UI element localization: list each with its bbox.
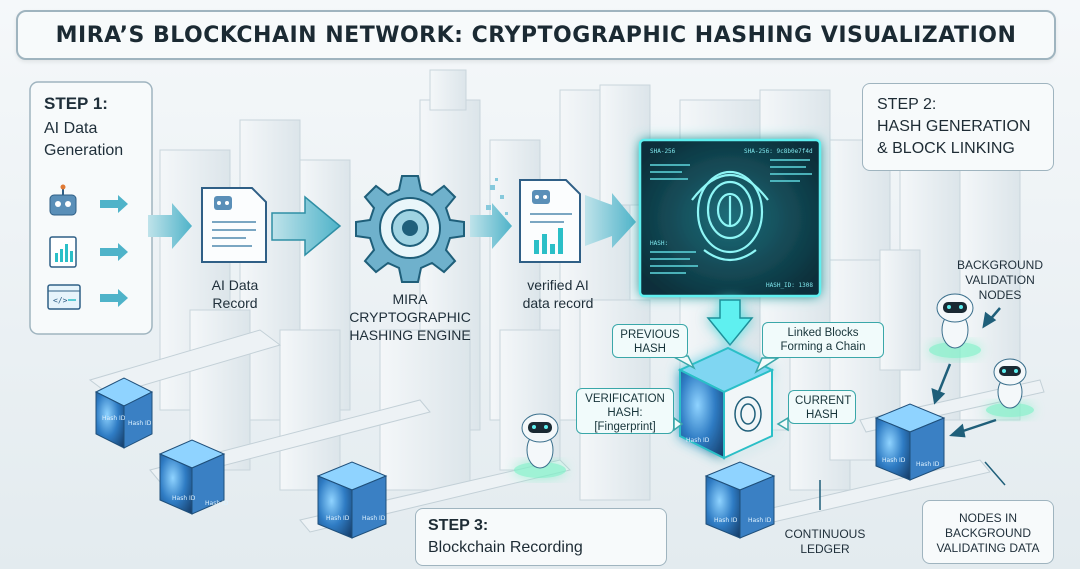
engine-line1: MIRA [340, 290, 480, 308]
engine-label: MIRA CRYPTOGRAPHIC HASHING ENGINE [340, 290, 480, 344]
screen-sha-right: SHA-256: 9c8b0e7f4d [744, 148, 813, 155]
linked-line2: Forming a Chain [769, 340, 877, 354]
chart-document-icon [50, 237, 76, 267]
linked-line1: Linked Blocks [769, 326, 877, 340]
background-validation-nodes-label: BACKGROUND VALIDATION NODES [950, 258, 1050, 303]
previous-line2: HASH [619, 342, 681, 356]
ledger-line2: LEDGER [780, 542, 870, 557]
screen-hash-label: HASH: [650, 240, 668, 247]
step1-title: STEP 1: [44, 94, 150, 114]
ai-data-record-label: AI Data Record [200, 276, 270, 312]
previous-line1: PREVIOUS [619, 328, 681, 342]
ai-data-record-document [202, 188, 266, 262]
screen-sha-left: SHA-256 [650, 148, 675, 155]
nodes-in-background-callout: NODES IN BACKGROUND VALIDATING DATA [922, 500, 1054, 564]
previous-hash-tag: PREVIOUS HASH [612, 324, 688, 358]
verification-line2: HASH: [583, 406, 667, 420]
code-window-icon: </> [48, 285, 80, 309]
block-id-label: Hash ID [128, 420, 152, 427]
block-id-label: Hash ID [882, 457, 906, 464]
nodes-bg-line2: BACKGROUND [923, 526, 1053, 541]
step1-callout: STEP 1: AI Data Generation [44, 94, 150, 162]
block-id-label: Hash ID [362, 515, 386, 522]
gear-icon [356, 176, 464, 282]
step3-callout: STEP 3: Blockchain Recording [415, 508, 667, 566]
page-title: MIRA’S BLOCKCHAIN NETWORK: CRYPTOGRAPHIC… [56, 23, 1017, 48]
step1-line1: AI Data [44, 118, 150, 140]
verification-line1: VERIFICATION [583, 392, 667, 406]
block-id-label: Hash ID [205, 500, 229, 507]
ai-record-line2: Record [200, 294, 270, 312]
block-id-label: Hash ID [916, 461, 940, 468]
verified-ai-record-document [520, 180, 580, 262]
step1-line2: Generation [44, 140, 150, 162]
block-id-label: Hash ID [686, 437, 710, 444]
current-hash-tag: CURRENT HASH [788, 390, 856, 424]
linked-blocks-tag: Linked Blocks Forming a Chain [762, 322, 884, 358]
verification-line3: [Fingerprint] [583, 420, 667, 434]
step3-line1: Blockchain Recording [428, 537, 666, 559]
step2-title: STEP 2: [877, 94, 1053, 116]
title-banner: MIRA’S BLOCKCHAIN NETWORK: CRYPTOGRAPHIC… [16, 10, 1056, 60]
verified-line2: data record [508, 294, 608, 312]
ledger-line1: CONTINUOUS [780, 527, 870, 542]
bg-nodes-line2: VALIDATION [950, 273, 1050, 288]
svg-text:</>: </> [53, 296, 68, 305]
block-id-label: Hash ID [714, 517, 738, 524]
step3-title: STEP 3: [428, 515, 666, 537]
ai-record-line1: AI Data [200, 276, 270, 294]
engine-line3: HASHING ENGINE [340, 326, 480, 344]
verification-hash-tag: VERIFICATION HASH: [Fingerprint] [576, 388, 674, 434]
bg-nodes-line1: BACKGROUND [950, 258, 1050, 273]
block-id-label: Hash ID [172, 495, 196, 502]
verified-record-label: verified AI data record [508, 276, 608, 312]
block-id-label: Hash ID [326, 515, 350, 522]
screen-hash-id: HASH_ID: 1308 [766, 282, 813, 289]
current-line2: HASH [795, 408, 849, 422]
step2-line2: & BLOCK LINKING [877, 138, 1053, 160]
current-line1: CURRENT [795, 394, 849, 408]
nodes-bg-line1: NODES IN [923, 511, 1053, 526]
verified-line1: verified AI [508, 276, 608, 294]
block-id-label: Hash ID [748, 517, 772, 524]
step2-line1: HASH GENERATION [877, 116, 1053, 138]
step2-callout: STEP 2: HASH GENERATION & BLOCK LINKING [862, 83, 1054, 171]
engine-line2: CRYPTOGRAPHIC [340, 308, 480, 326]
block-id-label: Hash ID [102, 415, 126, 422]
continuous-ledger-label: CONTINUOUS LEDGER [780, 527, 870, 557]
bg-nodes-line3: NODES [950, 288, 1050, 303]
nodes-bg-line3: VALIDATING DATA [923, 541, 1053, 556]
